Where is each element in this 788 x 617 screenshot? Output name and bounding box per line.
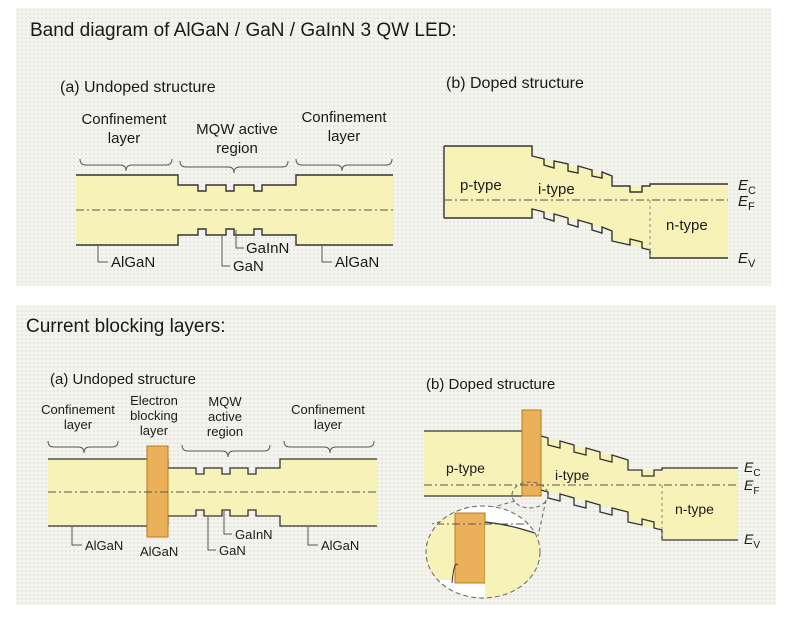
svg-text:AlGaN: AlGaN	[85, 538, 123, 553]
svg-text:layer: layer	[314, 417, 343, 432]
top-gan: GaN	[233, 258, 264, 275]
bottom-undoped-labels: Confinement layer Electron blocking laye…	[41, 393, 365, 439]
brace-right	[295, 158, 393, 172]
svg-text:EF: EF	[738, 193, 755, 213]
bottom-undoped-braces	[47, 440, 375, 458]
top-confinement-left-line2: layer	[108, 130, 141, 147]
bottom-doped-zoom-inset	[425, 505, 541, 599]
svg-text:GaN: GaN	[219, 543, 246, 558]
svg-text:EF: EF	[744, 477, 759, 497]
top-undoped-braces	[79, 158, 393, 174]
bottom-doped-zoom-marker	[511, 481, 549, 509]
svg-text:MQW: MQW	[208, 394, 242, 409]
top-gainn: GaInN	[246, 240, 289, 257]
top-undoped-band	[76, 175, 393, 245]
svg-text:EC: EC	[738, 177, 756, 197]
bottom-undoped-conduction-edge	[48, 458, 377, 475]
top-undoped-labels: Confinement layer MQW active region Conf…	[81, 109, 387, 157]
brace-left	[79, 158, 173, 172]
svg-text:Electron: Electron	[130, 393, 178, 408]
top-confinement-right-line1: Confinement	[301, 109, 387, 126]
svg-text:EV: EV	[738, 250, 756, 270]
svg-text:layer: layer	[64, 417, 93, 432]
top-undoped-leaders	[97, 230, 332, 267]
top-mqw-line1: MQW active	[196, 121, 278, 138]
svg-text:Confinement: Confinement	[291, 402, 365, 417]
top-doped-region-labels: p-type i-type n-type	[460, 177, 708, 234]
top-doped-edges	[443, 145, 728, 259]
bottom-doped-heading: (b) Doped structure	[426, 376, 555, 393]
top-mqw-line2: region	[216, 140, 258, 157]
svg-text:p-type: p-type	[446, 460, 485, 476]
top-confinement-right-line2: layer	[328, 128, 361, 145]
svg-text:EC: EC	[744, 459, 761, 479]
bottom-doped-band	[424, 410, 738, 540]
svg-text:i-type: i-type	[555, 467, 589, 483]
top-undoped-conduction-edge	[76, 174, 393, 192]
svg-text:blocking: blocking	[130, 408, 178, 423]
brace-mqw	[179, 160, 289, 174]
top-i-type: i-type	[538, 181, 575, 198]
svg-text:region: region	[207, 424, 243, 439]
bottom-undoped-valence-edge	[48, 509, 377, 527]
bottom-undoped-heading: (a) Undoped structure	[50, 371, 196, 388]
top-title: Band diagram of AlGaN / GaN / GaInN 3 QW…	[30, 20, 457, 41]
top-undoped-material-labels: AlGaN GaN GaInN AlGaN	[111, 240, 379, 275]
svg-text:EV: EV	[744, 531, 760, 551]
top-doped-heading: (b) Doped structure	[446, 75, 584, 92]
top-doped-energy-labels: EC EF EV	[738, 177, 756, 270]
bottom-panel	[16, 305, 776, 605]
top-algan-left: AlGaN	[111, 254, 155, 271]
top-undoped-heading: (a) Undoped structure	[60, 79, 216, 96]
svg-text:active: active	[208, 409, 242, 424]
bottom-undoped-material-labels: AlGaN AlGaN GaN GaInN AlGaN	[85, 527, 359, 559]
top-doped-band	[444, 146, 728, 258]
svg-text:AlGaN: AlGaN	[140, 544, 178, 559]
svg-text:GaInN: GaInN	[235, 527, 273, 542]
svg-text:n-type: n-type	[675, 501, 714, 517]
top-undoped-valence-edge	[76, 228, 393, 246]
bottom-doped-edges	[424, 430, 738, 541]
svg-text:layer: layer	[140, 423, 169, 438]
top-confinement-left-line1: Confinement	[81, 111, 167, 128]
bottom-undoped-leaders	[71, 511, 318, 551]
bottom-doped-ebl-bar	[521, 409, 542, 497]
svg-text:AlGaN: AlGaN	[321, 538, 359, 553]
bottom-doped-energy-labels: EC EF EV	[744, 459, 761, 551]
bottom-doped-region-labels: p-type i-type n-type	[446, 460, 714, 517]
svg-text:Confinement: Confinement	[41, 402, 115, 417]
bottom-title: Current blocking layers:	[26, 316, 226, 337]
top-algan-right: AlGaN	[335, 254, 379, 271]
top-n-type: n-type	[666, 217, 708, 234]
top-p-type: p-type	[460, 177, 502, 194]
